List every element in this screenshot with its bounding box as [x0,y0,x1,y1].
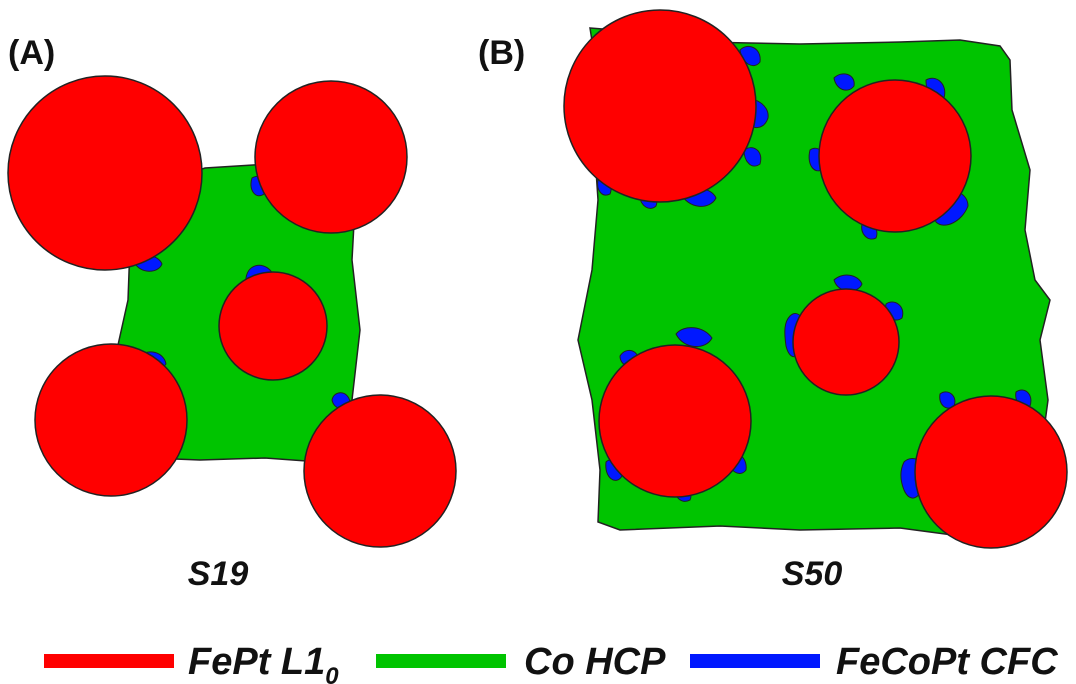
fept-particle [792,288,900,396]
legend-item-co: Co HCP [376,641,666,683]
fept-particle [34,343,188,497]
fept-particle [563,9,757,203]
sample-label-s50: S50 [782,555,843,593]
legend-item-fecopt: FeCoPt CFC [690,641,1058,683]
legend-subscript-fept: 0 [325,663,339,684]
panel-a: (A) S19 [7,34,457,593]
fept-particle [254,80,408,234]
fept-particle [303,394,457,548]
legend-item-fept: FePt L10 [44,641,339,684]
fept-particle [818,79,972,233]
fept-particles-b [563,9,1068,549]
fecopt-blob [743,147,762,167]
panel-label-a: (A) [8,34,55,72]
legend-swatch-fept [44,654,174,668]
fept-particle [914,395,1068,549]
fept-particle [7,75,203,271]
legend-label-fept: FePt L10 [188,641,339,684]
fept-particle [598,344,752,498]
legend-text-fept: FePt L1 [188,641,325,683]
legend-swatch-co [376,654,506,668]
panel-b: (B) S50 [478,9,1068,593]
panel-label-b: (B) [478,34,525,72]
legend: FePt L10 Co HCP FeCoPt CFC [44,641,1058,684]
fecopt-blob [675,327,713,347]
sample-label-s19: S19 [188,555,249,593]
fecopt-blob [833,73,855,91]
fept-particles-a [7,75,457,548]
legend-swatch-fecopt [690,654,820,668]
legend-label-fecopt: FeCoPt CFC [836,641,1058,683]
legend-label-co: Co HCP [524,641,666,683]
fept-particle [218,271,328,381]
